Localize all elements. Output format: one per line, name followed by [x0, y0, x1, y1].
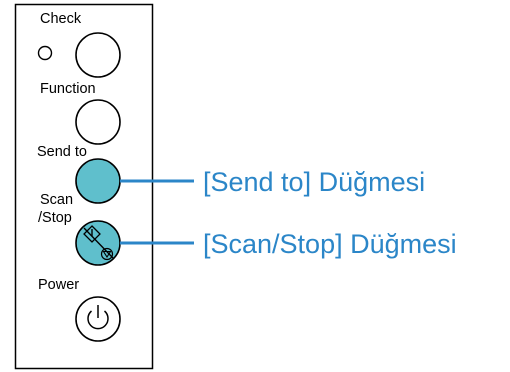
scan-label-line1: Scan: [40, 192, 73, 208]
function-label: Function: [40, 81, 96, 97]
power-icon: [87, 305, 109, 330]
send-to-callout: [Send to] Düğmesi: [203, 167, 425, 197]
send-to-button[interactable]: [75, 158, 121, 204]
scan-stop-button[interactable]: [75, 220, 121, 266]
check-indicator-led: [37, 45, 53, 61]
check-button[interactable]: [75, 32, 121, 78]
scan-stop-callout: [Scan/Stop] Düğmesi: [203, 229, 457, 259]
power-button[interactable]: [75, 296, 121, 342]
power-label: Power: [38, 277, 79, 293]
scan-label-line2: /Stop: [38, 210, 72, 226]
start-stop-icon: [83, 225, 114, 261]
check-label: Check: [40, 11, 82, 27]
function-button[interactable]: [75, 99, 121, 145]
send-to-label: Send to: [37, 144, 87, 160]
